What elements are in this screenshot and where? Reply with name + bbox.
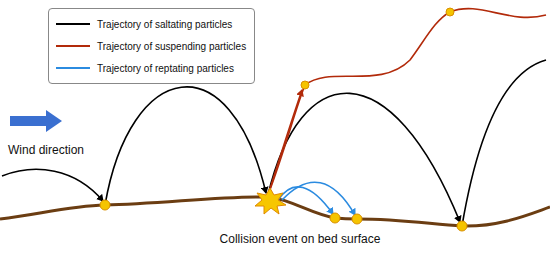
wind-label: Wind direction xyxy=(8,143,84,157)
legend-text: Trajectory of saltating particles xyxy=(97,19,232,30)
collision-burst xyxy=(255,188,286,214)
legend-line-sample xyxy=(55,19,91,29)
legend-line-sample xyxy=(55,41,91,51)
suspension-trajectory xyxy=(268,9,546,195)
legend-row: Trajectory of reptating particles xyxy=(55,57,246,79)
saltation-trajectories xyxy=(2,60,546,226)
legend-text: Trajectory of reptating particles xyxy=(97,63,234,74)
legend-row: Trajectory of saltating particles xyxy=(55,13,246,35)
legend-line-sample xyxy=(55,63,91,73)
reptation-trajectories xyxy=(278,182,355,215)
suspension-arrow xyxy=(268,90,302,195)
legend-row: Trajectory of suspending particles xyxy=(55,35,246,57)
wind-arrow xyxy=(10,110,62,132)
collision-label: Collision event on bed surface xyxy=(220,232,381,246)
legend-box: Trajectory of saltating particlesTraject… xyxy=(48,8,255,84)
legend-text: Trajectory of suspending particles xyxy=(97,41,246,52)
